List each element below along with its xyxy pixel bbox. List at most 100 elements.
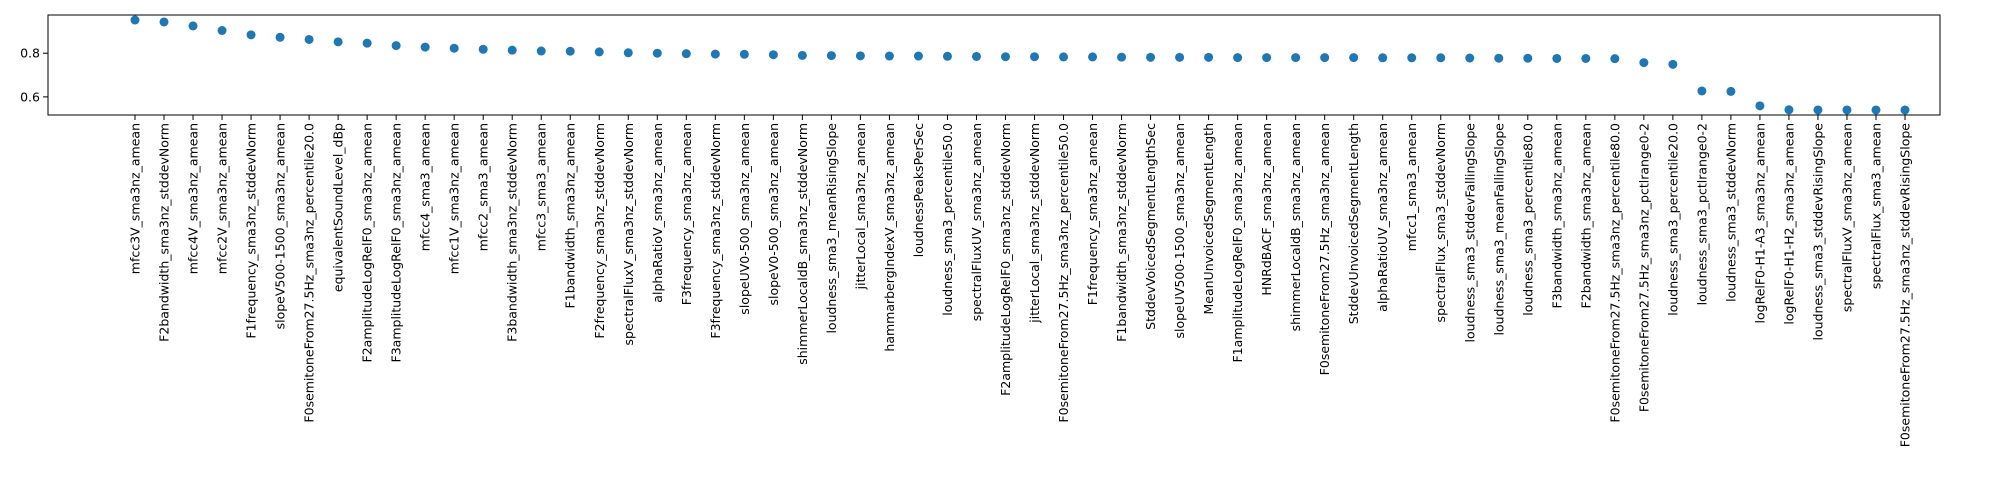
data-point <box>275 32 285 42</box>
x-tick-label: mfcc4_sma3_amean <box>418 123 433 251</box>
data-point <box>1117 52 1127 62</box>
data-point <box>1697 86 1707 96</box>
x-tick-label: hammarbergIndexV_sma3nz_amean <box>882 123 897 352</box>
x-tick-label: loudness_sma3_stddevRisingSlope <box>1810 123 1825 341</box>
x-tick-label: MeanUnvoicedSegmentLength <box>1201 123 1216 315</box>
data-point <box>855 51 865 61</box>
data-point <box>884 51 894 61</box>
data-point <box>681 49 691 59</box>
y-axis: 0.6 0.8 <box>20 46 48 104</box>
data-point <box>1668 59 1678 69</box>
x-tick-label: slopeUV0-500_sma3nz_amean <box>737 123 752 315</box>
data-point <box>1842 105 1852 115</box>
x-tick-label: logRelF0-H1-H2_sma3nz_amean <box>1781 123 1796 325</box>
data-point <box>333 37 343 47</box>
data-point <box>536 46 546 56</box>
data-point <box>1146 52 1156 62</box>
data-point <box>246 30 256 40</box>
data-point <box>304 34 314 44</box>
x-tick-label: mfcc3_sma3_amean <box>534 123 549 251</box>
x-tick-label: F3amplitudeLogRelF0_sma3nz_amean <box>389 123 404 362</box>
x-tick-label: F0semitoneFrom27.5Hz_sma3nz_percentile20… <box>302 123 317 423</box>
x-tick-label: loudness_sma3_meanFallingSlope <box>1491 123 1506 336</box>
data-point <box>1407 53 1417 63</box>
x-tick-label: F0semitoneFrom27.5Hz_sma3nz_percentile50… <box>1056 123 1071 423</box>
x-tick-label: alphaRatioUV_sma3nz_amean <box>1375 123 1390 312</box>
data-point <box>797 50 807 60</box>
x-tick-label: F2bandwidth_sma3nz_amean <box>1578 123 1593 308</box>
plot-area <box>47 14 1941 116</box>
x-tick-label: slopeUV500-1500_sma3nz_amean <box>1172 123 1187 339</box>
data-point <box>652 48 662 58</box>
data-point <box>913 51 923 61</box>
data-point <box>1813 105 1823 115</box>
x-tick-label: loudness_sma3_stddevFallingSlope <box>1462 123 1477 343</box>
data-point <box>710 49 720 59</box>
x-tick-label: mfcc4V_sma3nz_amean <box>186 123 201 274</box>
data-point <box>1552 53 1562 63</box>
data-point <box>594 47 604 57</box>
data-point <box>1291 53 1301 63</box>
data-point <box>507 45 517 55</box>
x-tick-label: spectralFlux_sma3_amean <box>1868 123 1883 289</box>
x-tick-label: F0semitoneFrom27.5Hz_sma3nz_pctlrange0-2 <box>1636 123 1651 412</box>
data-point <box>159 17 169 27</box>
data-point <box>449 43 459 53</box>
x-tick-label: mfcc1_sma3_amean <box>1404 123 1419 251</box>
data-point <box>1204 52 1214 62</box>
data-point <box>1523 53 1533 63</box>
x-tick-label: loudness_sma3_meanRisingSlope <box>824 123 839 334</box>
data-point <box>971 51 981 61</box>
x-tick-label: F3bandwidth_sma3nz_stddevNorm <box>505 123 520 342</box>
x-tick-label: jitterLocal_sma3nz_stddevNorm <box>1027 123 1042 324</box>
data-point <box>1581 53 1591 63</box>
x-tick-label: logRelF0-H1-A3_sma3nz_amean <box>1752 123 1767 323</box>
x-tick-label: loudness_sma3_pctlrange0-2 <box>1694 123 1709 305</box>
y-tick-label: 0.8 <box>20 46 40 61</box>
x-tick-label: spectralFluxV_sma3nz_amean <box>1839 123 1854 312</box>
data-point <box>1465 53 1475 63</box>
data-point <box>1494 53 1504 63</box>
x-tick-label: F2amplitudeLogRelF0_sma3nz_amean <box>360 123 375 362</box>
x-tick-label: shimmerLocaldB_sma3nz_stddevNorm <box>795 123 810 365</box>
x-tick-label: HNRdBACF_sma3nz_amean <box>1259 123 1274 296</box>
data-point <box>1378 53 1388 63</box>
data-point <box>1784 105 1794 115</box>
x-tick-label: F0semitoneFrom27.5Hz_sma3nz_percentile80… <box>1607 123 1622 423</box>
data-point <box>1755 101 1765 111</box>
x-tick-label: F2amplitudeLogRelF0_sma3nz_stddevNorm <box>998 123 1013 396</box>
data-point <box>1320 53 1330 63</box>
x-tick-label: mfcc2V_sma3nz_amean <box>215 123 230 274</box>
y-tick-label: 0.6 <box>20 89 40 104</box>
x-tick-label: F2bandwidth_sma3nz_stddevNorm <box>157 123 172 342</box>
data-point <box>623 48 633 58</box>
x-tick-label: F0semitoneFrom27.5Hz_sma3nz_stddevRising… <box>1898 123 1913 448</box>
data-points <box>130 15 1910 115</box>
data-point <box>768 50 778 60</box>
data-point <box>565 46 575 56</box>
x-tick-label: F1frequency_sma3nz_amean <box>1085 123 1100 305</box>
data-point <box>1349 53 1359 63</box>
x-tick-label: spectralFluxV_sma3nz_stddevNorm <box>621 123 636 345</box>
x-tick-label: slopeV500-1500_sma3nz_amean <box>273 123 288 329</box>
data-point <box>1000 52 1010 62</box>
x-tick-label: jitterLocal_sma3nz_amean <box>853 123 868 290</box>
x-tick-label: F1bandwidth_sma3nz_stddevNorm <box>1114 123 1129 342</box>
x-tick-label: F1amplitudeLogRelF0_sma3nz_amean <box>1230 123 1245 362</box>
data-point <box>1610 54 1620 64</box>
data-point <box>188 21 198 31</box>
data-point <box>1088 52 1098 62</box>
x-tick-label: spectralFlux_sma3_stddevNorm <box>1433 123 1448 322</box>
data-point <box>1175 52 1185 62</box>
x-tick-label: StddevVoicedSegmentLengthSec <box>1143 123 1158 330</box>
data-point <box>942 51 952 61</box>
data-point <box>362 38 372 48</box>
x-tick-label: shimmerLocaldB_sma3nz_amean <box>1288 123 1303 331</box>
x-tick-label: loudness_sma3_percentile20.0 <box>1665 123 1680 316</box>
data-point <box>420 42 430 52</box>
x-tick-label: alphaRatioV_sma3nz_amean <box>650 123 665 303</box>
x-tick-label: mfcc2_sma3_amean <box>476 123 491 251</box>
data-point <box>1436 53 1446 63</box>
